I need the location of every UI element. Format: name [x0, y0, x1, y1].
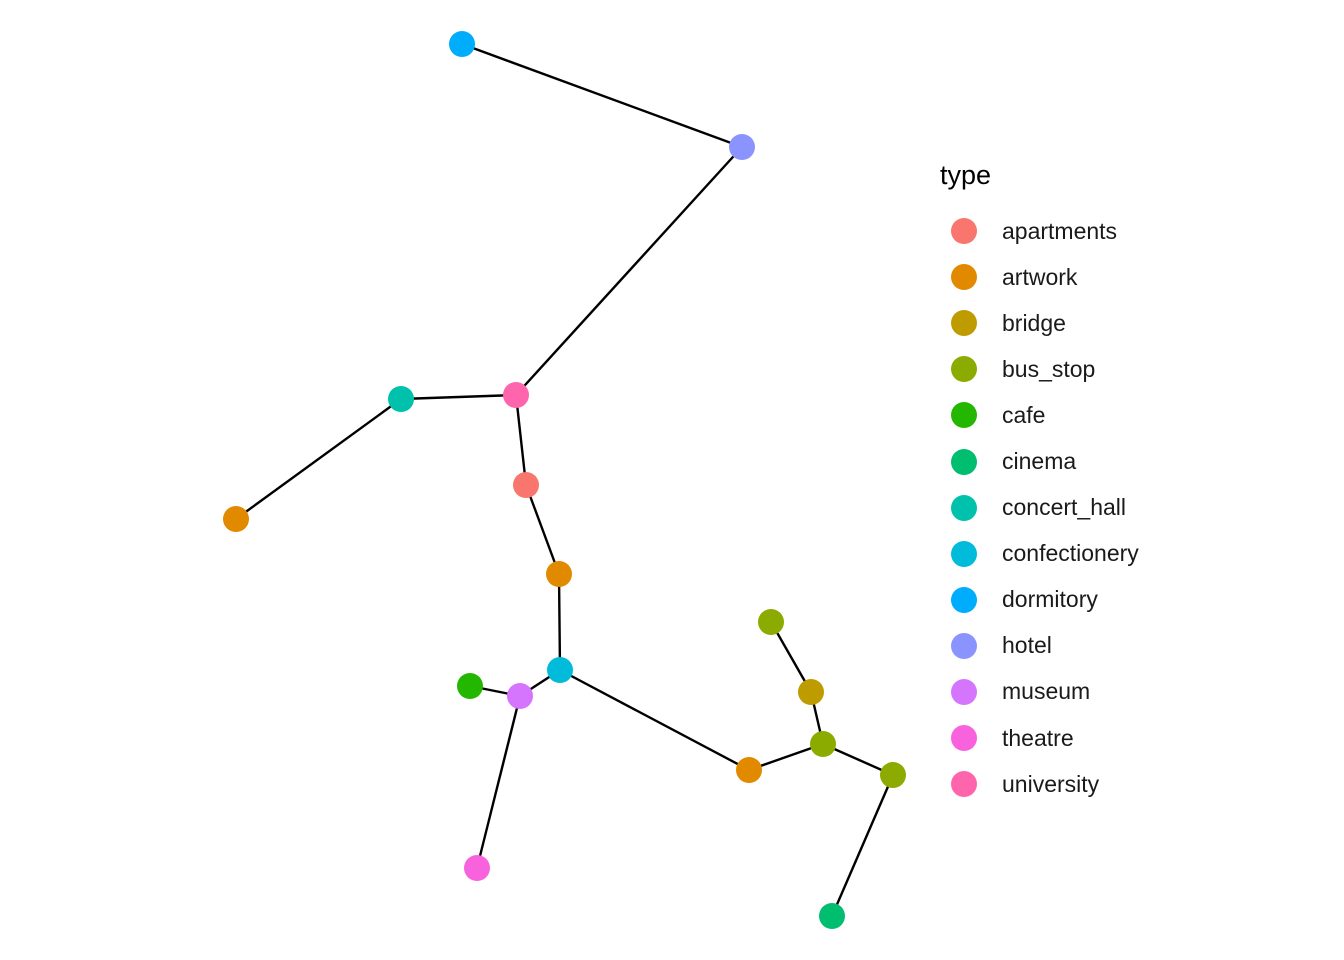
legend-key-dot	[951, 264, 977, 291]
node-confectionery-1	[547, 657, 573, 683]
legend-item-cinema: cinema	[940, 438, 1139, 484]
node-cinema-1	[819, 903, 845, 929]
node-university-1	[503, 382, 529, 408]
edge-artwork-2-confectionery-1	[557, 573, 562, 671]
edge-dormitory-1-hotel-1	[461, 42, 743, 149]
legend-label: university	[1002, 770, 1100, 797]
legend-key-dot	[951, 356, 977, 383]
edge-artwork-3-bus_stop-2	[748, 742, 824, 772]
edge-confectionery-1-artwork-3	[559, 668, 750, 772]
legend-label: apartments	[1002, 217, 1118, 244]
legend-key-dot	[951, 402, 977, 429]
legend-item-hotel: hotel	[940, 623, 1139, 669]
legend-key-dot	[951, 632, 977, 659]
node-bus_stop-2	[810, 731, 836, 757]
node-dormitory-1	[449, 31, 475, 57]
edge-bus_stop-3-cinema-1	[830, 774, 895, 917]
edge-hotel-1-university-1	[515, 146, 743, 396]
edge-university-1-apartments-1	[514, 394, 528, 486]
legend-key-dot	[951, 771, 977, 798]
legend-label: museum	[1002, 678, 1091, 705]
edge-university-1-concert_hall-1	[400, 393, 517, 401]
legend-item-apartments: apartments	[940, 208, 1139, 254]
legend-key-dot	[951, 725, 977, 752]
node-bus_stop-1	[758, 609, 784, 635]
node-theatre-1	[464, 855, 490, 881]
node-bus_stop-3	[880, 762, 906, 788]
edge-concert_hall-1-artwork-1	[235, 398, 402, 520]
legend-item-university: university	[940, 761, 1139, 807]
legend-title: type	[940, 160, 992, 190]
legend-key-dot	[951, 540, 977, 567]
legend-key-dot	[951, 310, 977, 337]
legend-item-museum: museum	[940, 669, 1139, 715]
legend-item-dormitory: dormitory	[940, 577, 1139, 623]
node-concert_hall-1	[388, 386, 414, 412]
legend-key-dot	[951, 678, 977, 705]
node-apartments-1	[513, 472, 539, 498]
graph-nodes	[223, 31, 906, 929]
edge-bridge-1-bus_stop-1	[769, 621, 813, 693]
legend-item-theatre: theatre	[940, 715, 1139, 761]
edge-apartments-1-artwork-2	[524, 484, 561, 575]
node-artwork-3	[736, 757, 762, 783]
legend-label: bus_stop	[1002, 355, 1096, 382]
legend-key-dot	[951, 448, 977, 475]
node-cafe-1	[457, 673, 483, 699]
legend-item-cafe: cafe	[940, 392, 1139, 438]
graph-edges	[235, 42, 895, 917]
legend-item-artwork: artwork	[940, 254, 1139, 300]
legend-label: bridge	[1002, 309, 1066, 336]
legend-label: confectionery	[1002, 540, 1139, 567]
legend-label: theatre	[1002, 724, 1074, 751]
node-bridge-1	[798, 679, 824, 705]
legend-item-bus_stop: bus_stop	[940, 346, 1139, 392]
legend-label: hotel	[1002, 632, 1052, 659]
edge-museum-1-theatre-1	[475, 695, 522, 869]
legend-item-bridge: bridge	[940, 300, 1139, 346]
node-museum-1	[507, 683, 533, 709]
legend-label: cinema	[1002, 448, 1077, 475]
node-hotel-1	[729, 134, 755, 160]
legend-label: dormitory	[1002, 586, 1098, 613]
legend-item-concert_hall: concert_hall	[940, 485, 1139, 531]
legend-item-confectionery: confectionery	[940, 531, 1139, 577]
node-artwork-2	[546, 561, 572, 587]
node-artwork-1	[223, 506, 249, 532]
legend-label: concert_hall	[1002, 494, 1127, 521]
legend-key-dot	[951, 586, 977, 613]
legend-key-dot	[951, 494, 977, 521]
legend-key-dot	[951, 218, 977, 245]
legend-label: cafe	[1002, 401, 1046, 428]
legend-label: artwork	[1002, 263, 1078, 290]
